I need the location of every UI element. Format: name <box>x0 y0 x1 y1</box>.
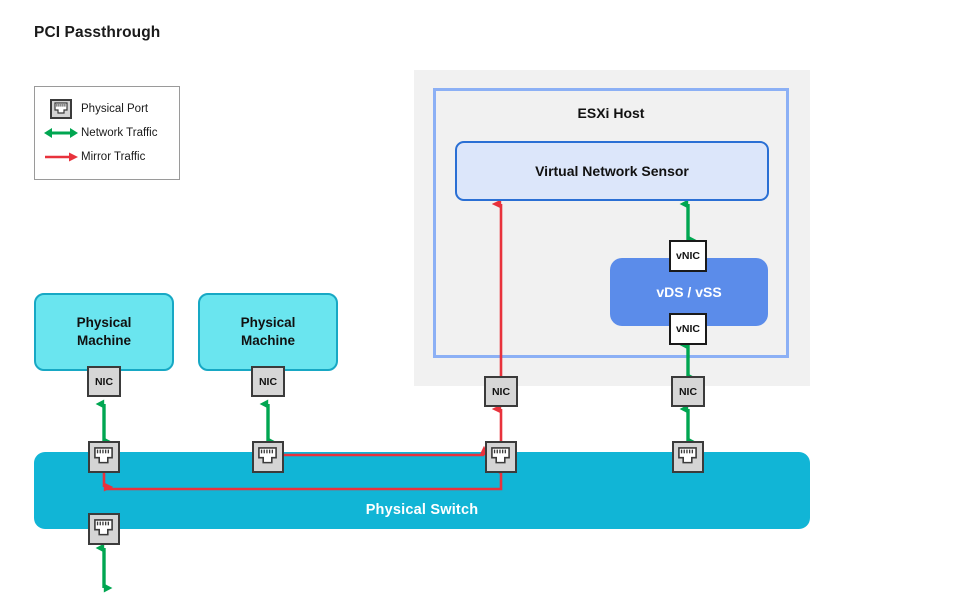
virtual-network-sensor: Virtual Network Sensor <box>455 141 769 201</box>
mirror-traffic-arrow-icon <box>43 146 79 168</box>
switch-port-1 <box>88 441 120 473</box>
legend-item-physical-port: Physical Port <box>43 98 148 120</box>
physical-machine-2-nic: NIC <box>251 366 285 397</box>
switch-port-2 <box>252 441 284 473</box>
switch-port-bottom <box>88 513 120 545</box>
esxi-host-title: ESXi Host <box>577 105 645 121</box>
physical-switch-label: Physical Switch <box>365 502 479 518</box>
network-traffic-arrow-icon <box>43 122 79 144</box>
legend-label-physical-port: Physical Port <box>81 103 149 115</box>
host-uplink-nic: NIC <box>671 376 705 407</box>
page-title: PCI Passthrough <box>34 24 161 41</box>
legend-item-network-traffic: Network Traffic <box>43 122 157 144</box>
physical-machine-1-nic: NIC <box>87 366 121 397</box>
legend-label-network-traffic: Network Traffic <box>81 127 158 139</box>
legend-item-mirror-traffic: Mirror Traffic <box>43 146 145 168</box>
mirror-traffic-port1-to-dest <box>102 455 503 492</box>
host-mirror-nic: NIC <box>484 376 518 407</box>
vnic-top: vNIC <box>669 240 707 272</box>
esxi-host-outer-container <box>414 70 810 386</box>
legend-label-mirror-traffic: Mirror Traffic <box>81 151 146 163</box>
physical-port-icon <box>43 98 79 120</box>
switch-port-uplink <box>672 441 704 473</box>
switch-port-mirror-dest <box>485 441 517 473</box>
esxi-host-inner-container <box>433 88 789 358</box>
vnic-bottom: vNIC <box>669 313 707 345</box>
legend: Physical Port Network Traffic Mirror Tra… <box>34 86 180 180</box>
